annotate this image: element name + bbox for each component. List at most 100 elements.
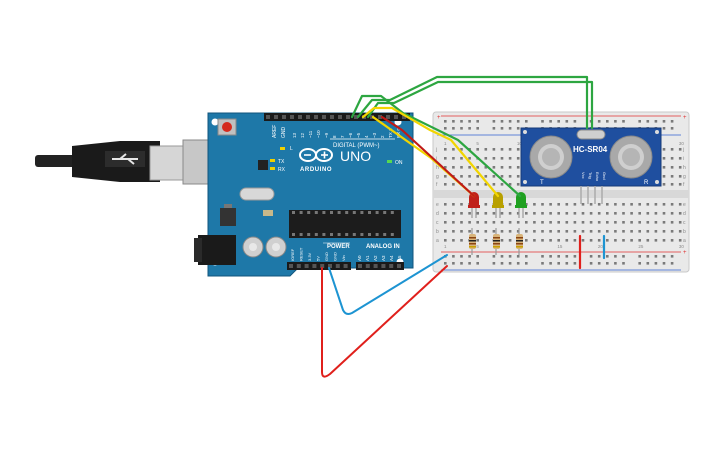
bb-hole[interactable]: [678, 183, 682, 186]
bb-hole[interactable]: [476, 239, 479, 242]
bb-hole[interactable]: [662, 166, 666, 169]
bb-hole[interactable]: [678, 166, 682, 169]
bb-hole[interactable]: [606, 120, 609, 123]
bb-hole[interactable]: [549, 221, 552, 224]
bb-hole[interactable]: [541, 221, 544, 224]
bb-hole[interactable]: [468, 157, 471, 160]
bb-hole[interactable]: [565, 120, 569, 123]
bb-hole[interactable]: [589, 230, 593, 233]
bb-hole[interactable]: [541, 262, 544, 265]
bb-hole[interactable]: [541, 239, 544, 242]
header-pin[interactable]: [306, 115, 310, 119]
bb-hole[interactable]: [630, 212, 633, 215]
bb-hole[interactable]: [614, 262, 617, 265]
bb-hole[interactable]: [670, 183, 674, 186]
bb-hole[interactable]: [533, 203, 536, 206]
bb-hole[interactable]: [589, 262, 593, 265]
bb-hole[interactable]: [476, 212, 479, 215]
bb-hole[interactable]: [492, 255, 496, 258]
bb-hole[interactable]: [581, 221, 585, 224]
bb-hole[interactable]: [638, 203, 641, 206]
header-pin[interactable]: [389, 264, 394, 268]
header-pin[interactable]: [397, 264, 401, 268]
bb-hole[interactable]: [460, 157, 463, 160]
bb-hole[interactable]: [622, 239, 625, 242]
bb-hole[interactable]: [508, 203, 512, 206]
bb-hole[interactable]: [508, 212, 512, 215]
bb-hole[interactable]: [508, 157, 512, 160]
bb-hole[interactable]: [525, 212, 528, 215]
bb-hole[interactable]: [516, 255, 520, 258]
bb-hole[interactable]: [541, 203, 544, 206]
bb-hole[interactable]: [678, 148, 682, 151]
bb-hole[interactable]: [670, 157, 674, 160]
bb-hole[interactable]: [573, 262, 577, 265]
bb-hole[interactable]: [500, 166, 504, 169]
bb-hole[interactable]: [597, 230, 601, 233]
bb-hole[interactable]: [573, 221, 577, 224]
header-pin[interactable]: [298, 115, 302, 119]
bb-hole[interactable]: [589, 255, 593, 258]
bb-hole[interactable]: [516, 262, 520, 265]
wire-green-echo[interactable]: [366, 80, 594, 130]
bb-hole[interactable]: [525, 255, 528, 258]
wire-green-trig[interactable]: [356, 75, 589, 130]
bb-hole[interactable]: [460, 230, 463, 233]
bb-hole[interactable]: [565, 221, 569, 224]
header-pin[interactable]: [402, 115, 406, 119]
bb-hole[interactable]: [662, 148, 666, 151]
bb-hole[interactable]: [500, 239, 504, 242]
bb-hole[interactable]: [516, 212, 520, 215]
bb-hole[interactable]: [516, 148, 520, 151]
bb-hole[interactable]: [452, 230, 455, 233]
bb-hole[interactable]: [614, 120, 617, 123]
bb-hole[interactable]: [606, 262, 609, 265]
bb-hole[interactable]: [662, 255, 666, 258]
bb-hole[interactable]: [573, 255, 577, 258]
bb-hole[interactable]: [597, 212, 601, 215]
bb-hole[interactable]: [452, 255, 455, 258]
bb-hole[interactable]: [654, 262, 658, 265]
header-pin[interactable]: [320, 264, 325, 268]
bb-hole[interactable]: [525, 203, 528, 206]
bb-hole[interactable]: [541, 212, 544, 215]
bb-hole[interactable]: [460, 120, 463, 123]
bb-hole[interactable]: [638, 262, 641, 265]
bb-hole[interactable]: [533, 221, 536, 224]
bb-hole[interactable]: [492, 157, 496, 160]
bb-hole[interactable]: [662, 230, 666, 233]
bb-hole[interactable]: [573, 230, 577, 233]
bb-hole[interactable]: [597, 203, 601, 206]
bb-hole[interactable]: [622, 203, 625, 206]
bb-hole[interactable]: [452, 148, 455, 151]
header-pin[interactable]: [338, 115, 342, 119]
bb-hole[interactable]: [670, 255, 674, 258]
bb-hole[interactable]: [670, 203, 674, 206]
header-pin[interactable]: [335, 264, 340, 268]
bb-hole[interactable]: [541, 230, 544, 233]
usb-cable[interactable]: [35, 139, 228, 185]
led-yellow[interactable]: [492, 192, 504, 218]
bb-hole[interactable]: [541, 255, 544, 258]
bb-hole[interactable]: [662, 212, 666, 215]
bb-hole[interactable]: [500, 183, 504, 186]
bb-hole[interactable]: [452, 183, 455, 186]
bb-hole[interactable]: [614, 239, 617, 242]
bb-hole[interactable]: [452, 166, 455, 169]
resistor[interactable]: [469, 228, 476, 255]
bb-hole[interactable]: [460, 239, 463, 242]
bb-hole[interactable]: [460, 127, 463, 130]
bb-hole[interactable]: [597, 255, 601, 258]
bb-hole[interactable]: [516, 183, 520, 186]
bb-hole[interactable]: [557, 120, 560, 123]
bb-hole[interactable]: [646, 230, 650, 233]
bb-hole[interactable]: [589, 221, 593, 224]
bb-hole[interactable]: [630, 230, 633, 233]
header-pin[interactable]: [358, 264, 362, 268]
wire-red-5v[interactable]: [321, 265, 448, 378]
bb-hole[interactable]: [646, 203, 650, 206]
bb-hole[interactable]: [500, 255, 504, 258]
bb-hole[interactable]: [622, 255, 625, 258]
